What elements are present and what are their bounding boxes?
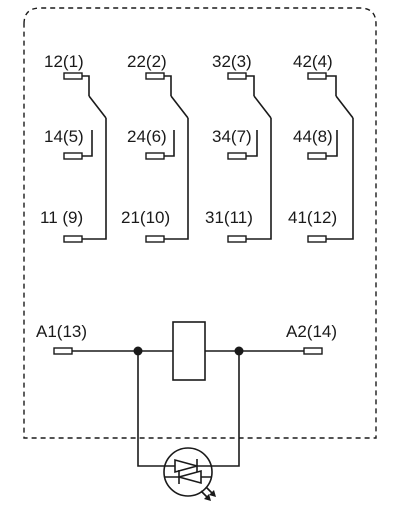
contact-1-no-label: 12(1) [44, 52, 84, 71]
contact-1-no-lead [82, 75, 90, 96]
contact-2-nc-terminal [145, 152, 165, 160]
contact-1-common-label: 11 (9) [40, 208, 83, 227]
contact-4-common-lead [326, 118, 354, 240]
contact-1-no-terminal [63, 72, 83, 80]
contact-4-no-lead [326, 75, 337, 96]
contact-4-no-terminal [307, 72, 327, 80]
contact-2-switch-blade [170, 95, 189, 119]
coil-a2-terminal [303, 347, 323, 355]
contact-2-no-terminal [145, 72, 165, 80]
contact-set-2: 22(2) 24(6) 21(10) [121, 52, 189, 243]
contact-4-no-label: 42(4) [293, 52, 333, 71]
contact-3-nc-lead [246, 130, 258, 157]
contact-2-no-label: 22(2) [127, 52, 167, 71]
contact-4-common-terminal [307, 235, 327, 243]
contact-1-switch-blade [88, 95, 107, 119]
led-left-wire [137, 351, 164, 467]
contact-3-nc-terminal [227, 152, 247, 160]
led-indicator-icon [163, 447, 216, 501]
contact-1-common-lead [82, 118, 107, 240]
contact-3-common-label: 31(11) [205, 208, 253, 227]
contact-3-switch-blade [253, 95, 272, 119]
contact-1-nc-lead [82, 130, 93, 157]
contact-1-common-terminal [63, 235, 83, 243]
coil-circuit: A1(13) A2(14) [36, 321, 337, 501]
led-right-wire [212, 351, 240, 467]
contact-4-nc-lead [326, 130, 338, 157]
contact-2-nc-label: 24(6) [127, 127, 167, 146]
coil-symbol [172, 321, 206, 381]
contact-3-no-label: 32(3) [212, 52, 252, 71]
contact-2-common-label: 21(10) [121, 208, 170, 227]
contact-4-nc-label: 44(8) [293, 127, 333, 146]
contact-1-nc-label: 14(5) [44, 127, 84, 146]
contact-3-nc-label: 34(7) [212, 127, 252, 146]
contact-2-no-lead [164, 75, 172, 96]
contact-set-4: 42(4) 44(8) 41(12) [288, 52, 354, 243]
contact-4-common-label: 41(12) [288, 208, 337, 227]
contact-2-common-terminal [145, 235, 165, 243]
contact-3-common-terminal [227, 235, 247, 243]
coil-a1-terminal [53, 347, 73, 355]
contact-3-common-lead [246, 118, 272, 240]
contact-3-no-lead [246, 75, 255, 96]
contact-2-nc-lead [164, 130, 175, 157]
contact-set-3: 32(3) 34(7) 31(11) [205, 52, 272, 243]
contact-4-switch-blade [335, 95, 354, 119]
coil-a1-label: A1(13) [36, 322, 87, 341]
housing-border [23, 7, 377, 439]
contact-3-no-terminal [227, 72, 247, 80]
coil-a2-label: A2(14) [286, 322, 337, 341]
contact-1-nc-terminal [63, 152, 83, 160]
contact-4-nc-terminal [307, 152, 327, 160]
contact-2-common-lead [164, 118, 189, 240]
contact-set-1: 12(1) 14(5) 11 (9) [40, 52, 107, 243]
